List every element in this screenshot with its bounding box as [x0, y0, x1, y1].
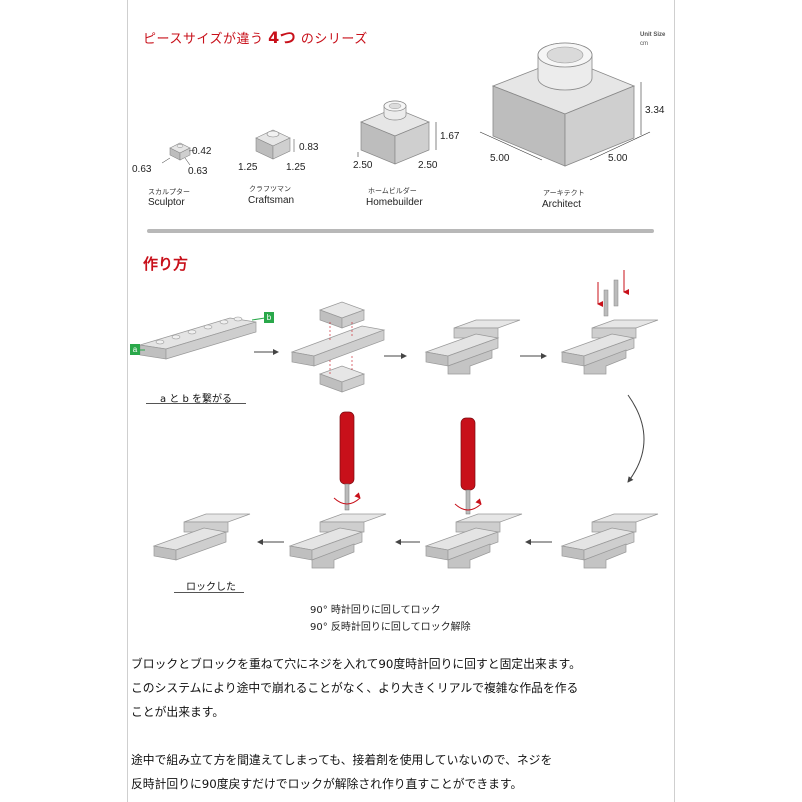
architect-dim-h: 3.34: [645, 105, 665, 116]
architect-dim-d: 5.00: [490, 153, 510, 164]
homebuilder-dim-h: 1.67: [440, 131, 460, 142]
arrow-curve: [627, 394, 645, 483]
caption-connect-underline: [146, 403, 246, 404]
rotate-lock-text: 90° 時計回りに回してロック: [310, 605, 441, 616]
series-title: ピースサイズが違う 4つ のシリーズ: [143, 28, 368, 47]
body-line-5: 反時計回りに90度戻すだけでロックが解除され作り直すことができます。: [131, 777, 523, 791]
sculptor-dim-h: 0.42: [192, 146, 212, 157]
craftsman-name: Craftsman: [248, 195, 295, 206]
craftsman-dim-w: 1.25: [286, 162, 306, 173]
step-locked: [152, 513, 251, 561]
step-connect-a-b: [137, 316, 266, 360]
step-turn-screw-1: [288, 411, 387, 569]
craftsman-dim-d: 1.25: [238, 162, 258, 173]
body-line-1: ブロックとブロックを重ねて穴にネジを入れて90度時計回りに回すと固定出来ます。: [131, 657, 581, 671]
craftsman-kana: クラフツマン: [249, 185, 291, 193]
craftsman-piece: [255, 129, 295, 160]
section-divider: [147, 229, 654, 233]
rotate-unlock-text: 90° 反時計回りに回してロック解除: [310, 622, 471, 633]
homebuilder-dim-d: 2.50: [353, 160, 373, 171]
caption-locked-underline: [174, 592, 244, 593]
caption-connect: a と b を繋がる: [160, 394, 233, 405]
step-exploded: [290, 301, 386, 393]
content-frame: [127, 0, 675, 802]
tag-a: a: [130, 344, 140, 355]
step-screws-inserted: [560, 513, 659, 569]
homebuilder-dim-w: 2.50: [418, 160, 438, 171]
architect-piece: [479, 42, 651, 167]
architect-kana: アーキテクト: [543, 189, 585, 197]
homebuilder-kana: ホームビルダー: [368, 187, 417, 195]
sculptor-kana: スカルプター: [148, 188, 190, 196]
step-turn-screw-2: [424, 417, 523, 569]
craftsman-dim-h: 0.83: [299, 142, 319, 153]
sculptor-name: Sculptor: [148, 197, 185, 208]
body-line-3: ことが出来ます。: [131, 705, 225, 719]
step-stacked: [424, 319, 521, 375]
architect-name: Architect: [542, 199, 581, 210]
body-line-4: 途中で組み立て方を間違えてしまっても、接着剤を使用していないので、ネジを: [131, 753, 553, 767]
homebuilder-piece: [357, 100, 437, 165]
sculptor-piece: [161, 142, 196, 166]
tag-b: b: [264, 312, 274, 323]
caption-locked: ロックした: [186, 582, 236, 593]
architect-dim-w: 5.00: [608, 153, 628, 164]
body-line-2: このシステムにより途中で崩れることがなく、より大きくリアルで複雑な作品を作る: [131, 681, 579, 695]
sculptor-dim-d: 0.63: [132, 164, 152, 175]
step-insert-screws: [560, 270, 659, 375]
howto-title: 作り方: [143, 255, 189, 273]
homebuilder-name: Homebuilder: [366, 197, 423, 208]
sculptor-dim-w: 0.63: [188, 166, 208, 177]
